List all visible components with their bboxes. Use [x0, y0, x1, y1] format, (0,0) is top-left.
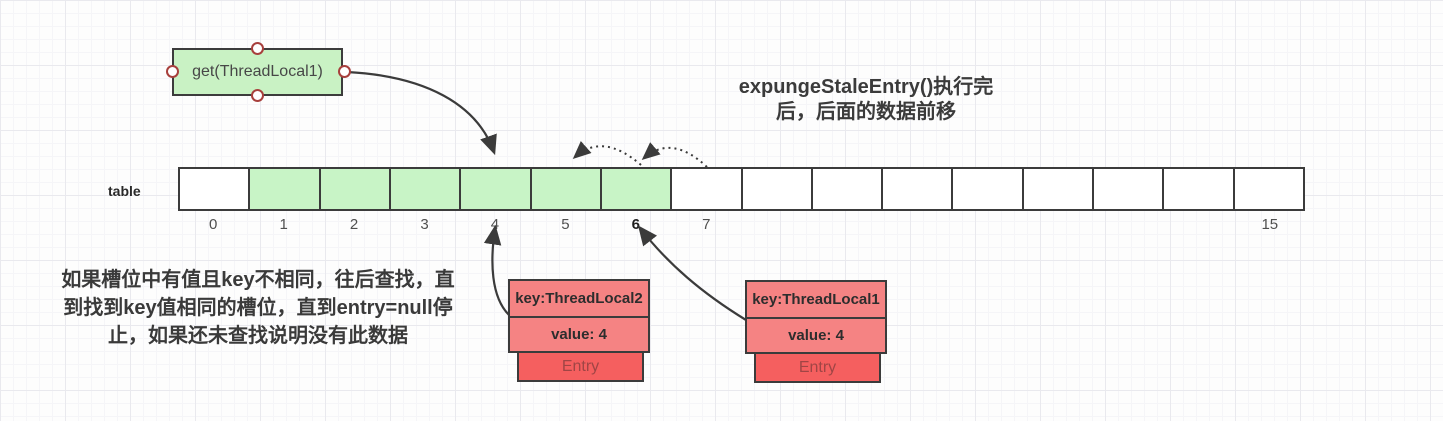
table-cell-3[interactable] — [390, 169, 462, 209]
index-label-5: 5 — [561, 216, 570, 233]
arrow-entry2-to-slot4[interactable] — [483, 224, 510, 316]
table-cell-4[interactable] — [461, 169, 532, 209]
note-text[interactable]: 如果槽位中有值且key不相同，往后查找，直 到找到key值相同的槽位，直到ent… — [38, 266, 478, 350]
get-threadlocal-box[interactable]: get(ThreadLocal1) — [172, 48, 343, 96]
arrow-shift-slot6-to-slot5[interactable] — [572, 141, 642, 166]
index-label-7: 7 — [702, 216, 711, 233]
table-cell-8[interactable] — [742, 169, 813, 209]
entry1-value-cell[interactable]: value: 4 — [745, 319, 887, 354]
arrow-get-to-slot4[interactable] — [346, 70, 497, 156]
index-label-1: 1 — [279, 216, 288, 233]
arrow-entry1-to-slot6[interactable] — [637, 225, 747, 321]
entry2-key-cell[interactable]: key:ThreadLocal2 — [508, 279, 650, 318]
index-label-15: 15 — [1261, 216, 1279, 233]
entry-box-threadlocal1[interactable]: key:ThreadLocal1 value: 4 Entry — [745, 280, 887, 383]
entry2-tag-cell[interactable]: Entry — [517, 353, 644, 382]
selection-handle-right[interactable] — [338, 65, 351, 78]
index-label-12 — [1023, 216, 1093, 233]
selection-handle-bottom[interactable] — [251, 89, 264, 102]
table-cell-10[interactable] — [883, 169, 954, 209]
table-cell-2[interactable] — [320, 169, 391, 209]
table-cell-15[interactable] — [1234, 169, 1303, 209]
note-line-2: 到找到key值相同的槽位，直到entry=null停 — [63, 297, 453, 319]
table-cell-9[interactable] — [812, 169, 884, 209]
table-row — [178, 167, 1305, 211]
table-label: table — [108, 183, 141, 199]
index-label-6: 6 — [631, 216, 641, 233]
index-label-9 — [812, 216, 882, 233]
table-cell-7[interactable] — [672, 169, 743, 209]
index-label-14 — [1164, 216, 1234, 233]
table-cell-1[interactable] — [250, 169, 321, 209]
index-label-13 — [1094, 216, 1164, 233]
index-label-2: 2 — [349, 216, 359, 233]
index-label-4: 4 — [490, 216, 500, 233]
index-label-8 — [742, 216, 812, 233]
entry2-value-cell[interactable]: value: 4 — [508, 318, 650, 353]
table-index-row: 0 1 2 3 4 5 6 7 15 — [178, 216, 1305, 233]
table-cell-13[interactable] — [1094, 169, 1165, 209]
table-cell-0[interactable] — [180, 169, 251, 209]
table-cell-12[interactable] — [1023, 169, 1095, 209]
entry1-key-cell[interactable]: key:ThreadLocal1 — [745, 280, 887, 319]
index-label-10 — [882, 216, 952, 233]
table-cell-14[interactable] — [1164, 169, 1235, 209]
table-cell-5[interactable] — [531, 169, 602, 209]
selection-handle-left[interactable] — [166, 65, 179, 78]
get-threadlocal-label: get(ThreadLocal1) — [192, 63, 323, 80]
index-label-0: 0 — [209, 216, 218, 233]
selection-handle-top[interactable] — [251, 42, 264, 55]
note-line-1: 如果槽位中有值且key不相同，往后查找，直 — [61, 269, 455, 291]
heading-text[interactable]: expungeStaleEntry()执行完 后，后面的数据前移 — [698, 75, 1034, 125]
index-label-11 — [953, 216, 1023, 233]
entry-box-threadlocal2[interactable]: key:ThreadLocal2 value: 4 Entry — [508, 279, 650, 382]
index-label-3: 3 — [420, 216, 429, 233]
table-cell-6[interactable] — [601, 169, 673, 209]
heading-line-2: 后，后面的数据前移 — [776, 101, 956, 123]
entry1-tag-cell[interactable]: Entry — [754, 354, 881, 383]
arrow-shift-slot7-to-slot6[interactable] — [641, 142, 708, 168]
table-cell-11[interactable] — [953, 169, 1024, 209]
note-line-3: 止，如果还未查找说明没有此数据 — [108, 325, 408, 347]
heading-line-1: expungeStaleEntry()执行完 — [738, 76, 994, 98]
